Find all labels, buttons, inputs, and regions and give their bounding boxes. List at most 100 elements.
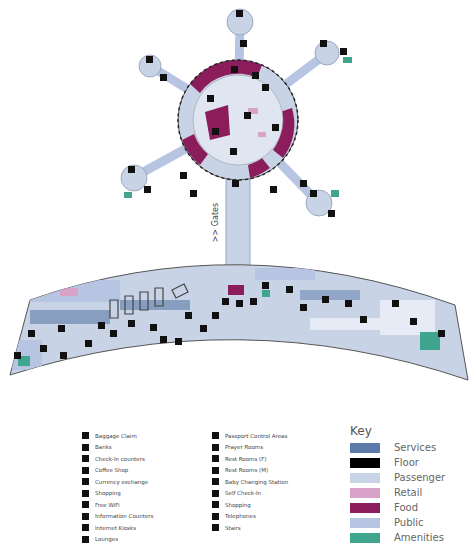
legend-text: Check-In counters (95, 456, 145, 462)
legend-text: Coffee Shop (95, 467, 128, 473)
icon-legend-row: Information Counters (82, 513, 153, 520)
map-icon (232, 180, 239, 187)
legend-text: Self Check-In (225, 490, 261, 496)
legend-text: Services (394, 442, 436, 453)
map-icon (230, 148, 237, 155)
map-icon (146, 56, 153, 63)
map-icon (128, 166, 135, 173)
color-swatch (350, 503, 380, 513)
color-swatch (350, 443, 380, 453)
key-row: Services (350, 442, 436, 453)
legend-icon (212, 432, 219, 439)
legend-text: Prayer Rooms (225, 444, 263, 450)
map-icon (236, 10, 243, 17)
color-swatch (350, 473, 380, 483)
key-row: Public (350, 517, 424, 528)
map-icon (150, 324, 157, 331)
map-icon (60, 352, 67, 359)
map-icon (110, 330, 117, 337)
map-icon (438, 330, 445, 337)
legend-icon (212, 513, 219, 520)
map-icon (320, 40, 327, 47)
map-icon (300, 304, 307, 311)
color-swatch (350, 533, 380, 543)
legend-icon (212, 524, 219, 531)
icon-legend-row: Telephones (212, 513, 256, 520)
legend-icon (212, 467, 219, 474)
legend-icon (212, 501, 219, 508)
legend-icon (82, 432, 89, 439)
key-heading: Key (350, 424, 372, 438)
map-icon (328, 210, 335, 217)
map-icon (270, 186, 277, 193)
map-icon (322, 296, 329, 303)
color-swatch (350, 518, 380, 528)
legend-icon (82, 524, 89, 531)
map-icon (160, 74, 167, 81)
legend-icon (82, 478, 89, 485)
icon-legend-row: Lounges (82, 536, 118, 543)
map-icon (160, 336, 167, 343)
map-icon (300, 180, 307, 187)
key-row: Food (350, 502, 418, 513)
legend-text: Internet Kiosks (95, 525, 136, 531)
map-icon (200, 325, 207, 332)
legend-text: Banks (95, 444, 112, 450)
legend-text: Food (394, 502, 418, 513)
legend-text: Retail (394, 487, 422, 498)
legend-text: Stairs (225, 525, 241, 531)
legend-icon (212, 478, 219, 485)
icon-legend-row: Baby Changing Station (212, 478, 288, 485)
key-row: Floor (350, 457, 419, 468)
legend-text: Shopping (225, 502, 251, 508)
legend-text: Telephones (225, 513, 256, 519)
legend-icon (82, 455, 89, 462)
legend-text: Floor (394, 457, 419, 468)
icon-legend-row: Banks (82, 444, 112, 451)
legend-text: Amenities (394, 532, 444, 543)
map-icon (340, 48, 347, 55)
map-icon (212, 312, 219, 319)
map-icon (85, 340, 92, 347)
map-icon (262, 84, 269, 91)
icon-legend-row: Shopping (82, 490, 121, 497)
map-icon (262, 282, 269, 289)
legend-text: Information Counters (95, 513, 153, 519)
map-icon (231, 66, 238, 73)
legend-text: Lounges (95, 536, 118, 542)
icon-legend-row: Shopping (212, 501, 251, 508)
map-icon (144, 186, 151, 193)
legend-text: Baggage Claim (95, 433, 137, 439)
map-icon (250, 298, 257, 305)
map-icon (240, 40, 247, 47)
legend-icon (82, 444, 89, 451)
map-icon (244, 112, 251, 119)
key-row: Amenities (350, 532, 444, 543)
legend-text: Free WiFi (95, 502, 120, 508)
color-swatch (350, 458, 380, 468)
map-icon (392, 300, 399, 307)
map-icon (252, 72, 259, 79)
icon-legend-row: Rest Rooms (M) (212, 467, 268, 474)
legend-text: Shopping (95, 490, 121, 496)
legend-icon (212, 455, 219, 462)
icon-legend-row: Free WiFi (82, 501, 120, 508)
map-icon (207, 95, 214, 102)
map-icon (185, 312, 192, 319)
map-icon (175, 338, 182, 345)
map-icon (222, 298, 229, 305)
color-swatch (350, 488, 380, 498)
legend-icon (212, 444, 219, 451)
icon-legend-row: Stairs (212, 524, 241, 531)
legend-icon (82, 513, 89, 520)
map-icon (98, 322, 105, 329)
icon-legend-row: Prayer Rooms (212, 444, 263, 451)
map-icon (180, 172, 187, 179)
map-icon (345, 300, 352, 307)
map-icon (14, 352, 21, 359)
map-icon (360, 316, 367, 323)
icon-legend-row: Check-In counters (82, 455, 145, 462)
map-icon (236, 300, 243, 307)
map-icon (272, 124, 279, 131)
